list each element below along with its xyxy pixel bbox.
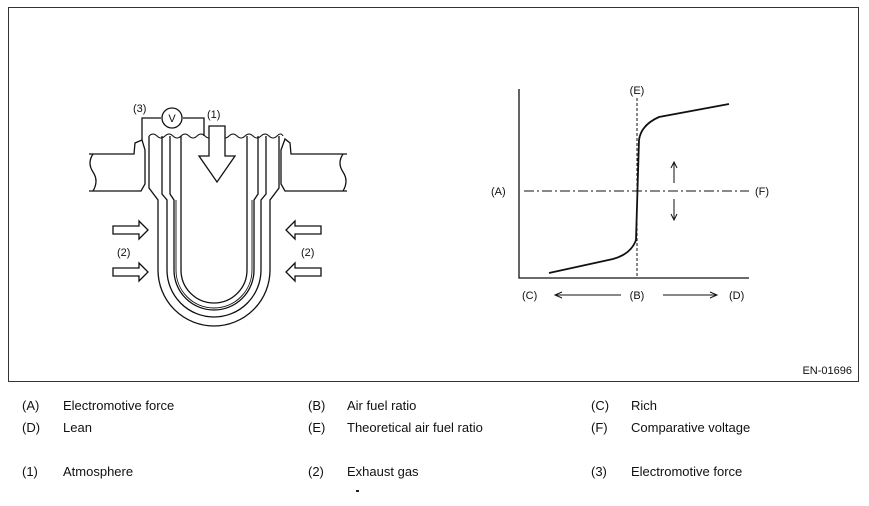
graph-label-f: (F) [755,186,769,198]
legend-key-c: (C) [591,398,610,413]
voltage-down-arrow [670,199,678,222]
sensor-element-inner [180,136,248,304]
graph-label-e: (E) [630,85,645,97]
graph-label-c: (C) [522,290,537,302]
pipe-break-right [339,153,347,192]
graph-axes [518,89,749,279]
legend-text-d: Lean [63,420,92,435]
oxygen-sensor-diagram: V (3) (1) (2) (2) (E) (A) (F) (C) (B) (D… [89,85,769,327]
legend-key-b: (B) [308,398,326,413]
pipe-wall-right [280,137,347,192]
graph-label-d: (D) [729,290,744,302]
pipe-wall-left [89,139,146,192]
label-exhaust-2-right: (2) [301,247,314,259]
sensor-element-layer-3 [175,200,253,309]
figure-code: EN-01696 [802,365,852,377]
exhaust-arrow-right-upper [285,219,322,241]
legend-key-e: (E) [308,420,326,435]
graph-label-a: (A) [491,186,506,198]
legend-text-c: Rich [631,398,658,413]
sensor-element-layer-1 [161,136,267,318]
voltmeter-symbol [161,107,183,129]
pipe-break-left [89,153,97,192]
legend-key-a: (A) [22,398,40,413]
characteristic-graph [518,89,749,299]
legend-text-a: Electromotive force [63,398,175,413]
label-electromotive-3: (3) [133,103,146,115]
exhaust-arrow-left-lower [112,261,149,283]
exhaust-arrow-left-upper [112,219,149,241]
legend-text-3: Electromotive force [631,464,743,479]
voltmeter-wire [141,117,205,140]
legend-key-f: (F) [591,420,608,435]
legend-key-1: (1) [22,464,38,479]
atmosphere-arrow [197,125,237,184]
legend-key-3: (3) [591,464,607,479]
figure-frame: V (3) (1) (2) (2) (E) (A) (F) (C) (B) (D… [8,7,859,382]
rich-direction-arrow [553,291,621,299]
legend-text-e: Theoretical air fuel ratio [347,420,483,435]
legend-text-b: Air fuel ratio [347,398,417,413]
legend-text-1: Atmosphere [63,464,134,479]
legend-key-2: (2) [308,464,324,479]
sensor-outer-body [148,136,280,327]
legend-text-f: Comparative voltage [631,420,751,435]
sensor-element-layer-2 [169,136,259,311]
label-atmosphere-1: (1) [207,109,220,121]
legend-text-2: Exhaust gas [347,464,419,479]
voltmeter-label: V [168,113,176,125]
label-exhaust-2-left: (2) [117,247,130,259]
exhaust-arrow-right-lower [285,261,322,283]
graph-label-b: (B) [630,290,645,302]
sensor-cross-section [89,107,347,327]
stray-mark [356,490,359,492]
voltage-up-arrow [670,160,678,183]
sensor-output-curve [548,103,730,274]
lean-direction-arrow [663,291,719,299]
legend-key-d: (D) [22,420,41,435]
